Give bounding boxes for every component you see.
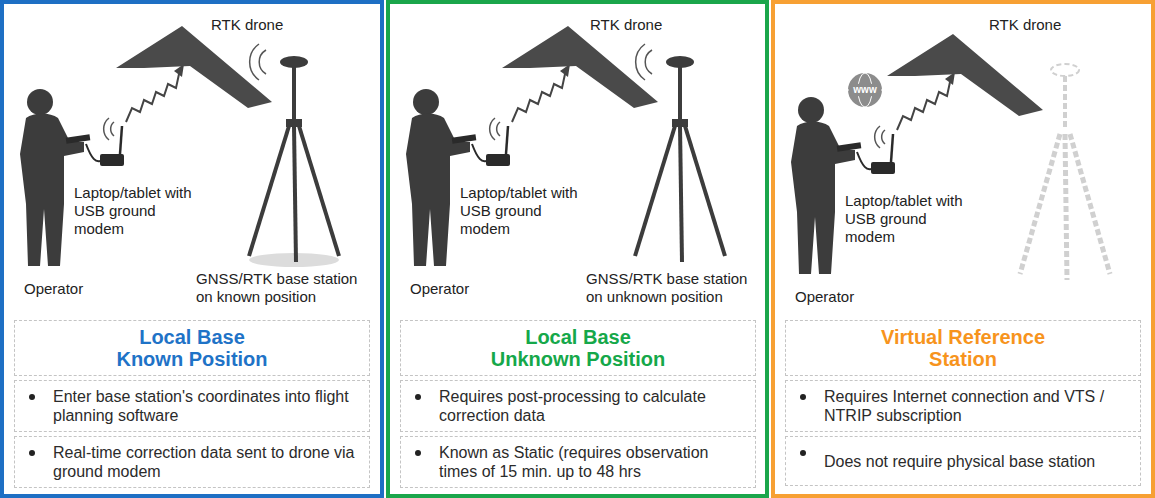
bullet-cell: Known as Static (requires observation ti… [400,436,756,488]
method-panel: RTK droneLaptop/tablet with USB ground m… [0,0,384,498]
illustration-label: Operator [24,280,114,298]
bullet-text: Requires post-processing to calculate co… [439,387,745,425]
bullet-dot [800,450,806,456]
bullet-cell: Requires post-processing to calculate co… [400,380,756,432]
bullet-dot [29,394,35,400]
panel-title: Local Base Known Position [110,326,275,370]
illustration-label: RTK drone [989,16,1079,34]
illustration-label: Laptop/tablet with USB ground modem [460,184,588,238]
bullet-dot [29,450,35,456]
bullet-dot [800,394,806,400]
virtual-base-figure [1020,64,1110,280]
illustration-label: Laptop/tablet with USB ground modem [845,192,973,246]
icon-label: www [849,84,881,96]
bullet-cell: Enter base station's coordinates into fl… [14,380,370,432]
illustration-label: RTK drone [590,16,680,34]
panel-title: Local Base Unknown Position [486,326,671,370]
bullet-text: Known as Static (requires observation ti… [439,443,745,481]
title-cell: Local Base Unknown Position [400,320,756,376]
globe-icon [848,73,882,107]
bullet-text: Enter base station's coordinates into fl… [53,387,359,425]
bullet-cell: Requires Internet connection and VTS / N… [785,380,1141,432]
bullet-dot [415,450,421,456]
method-panel: RTK droneLaptop/tablet with USB ground m… [771,0,1155,498]
operator-drone-figure [406,26,658,266]
bullet-text: Requires Internet connection and VTS / N… [824,387,1130,425]
illustration-label: Operator [410,280,500,298]
title-cell: Virtual Reference Station [785,320,1141,376]
method-panel: RTK droneLaptop/tablet with USB ground m… [386,0,769,498]
illustration-label: Operator [795,288,885,306]
illustration-label: GNSS/RTK base station on known position [196,270,376,306]
bullet-cell: Does not require physical base station [785,436,1141,486]
illustration-label: Laptop/tablet with USB ground modem [74,184,202,238]
bullet-cell: Real-time correction data sent to drone … [14,436,370,488]
bullet-dot [415,394,421,400]
base-station-figure [249,44,339,262]
illustration-label: GNSS/RTK base station on unknown positio… [586,270,766,306]
title-cell: Local Base Known Position [14,320,370,376]
bullet-text: Does not require physical base station [824,452,1095,471]
operator-drone-figure [20,26,272,266]
illustration-label: RTK drone [211,16,301,34]
base-station-figure [635,44,725,262]
operator-drone-figure [791,34,1043,274]
panel-title: Virtual Reference Station [863,326,1063,370]
bullet-text: Real-time correction data sent to drone … [53,443,359,481]
